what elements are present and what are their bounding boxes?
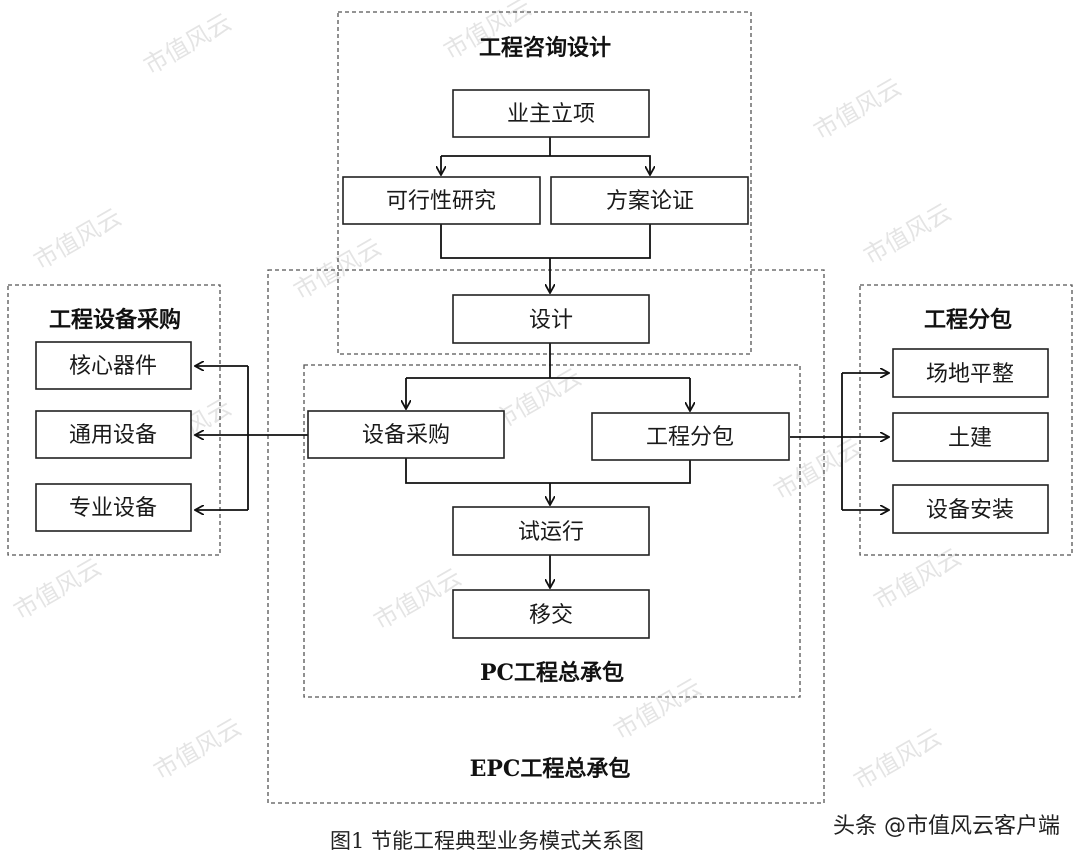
node-feasibility-label: 可行性研究 bbox=[386, 189, 496, 214]
watermark: 市值风云 bbox=[139, 8, 236, 80]
node-equip-buy: 设备采购 bbox=[307, 410, 505, 459]
group-title-procure: 工程设备采购 bbox=[49, 307, 181, 333]
node-general: 通用设备 bbox=[35, 410, 192, 459]
node-civil: 土建 bbox=[892, 412, 1049, 462]
node-handover-label: 移交 bbox=[529, 603, 573, 628]
node-owner: 业主立项 bbox=[452, 89, 650, 138]
node-owner-label: 业主立项 bbox=[507, 102, 595, 127]
watermark: 市值风云 bbox=[859, 198, 956, 270]
node-site-label: 场地平整 bbox=[926, 362, 1014, 387]
watermark: 市值风云 bbox=[809, 73, 906, 145]
group-title-pc: PC工程总承包 bbox=[480, 660, 624, 686]
node-scheme: 方案论证 bbox=[550, 176, 749, 225]
node-core: 核心器件 bbox=[35, 341, 192, 390]
watermark: 市值风云 bbox=[369, 563, 466, 635]
connector-feasibility-down bbox=[440, 224, 651, 259]
node-install: 设备安装 bbox=[892, 484, 1049, 534]
figure-caption: 图1 节能工程典型业务模式关系图 bbox=[330, 829, 644, 853]
watermark: 市值风云 bbox=[29, 203, 126, 275]
node-trial-label: 试运行 bbox=[518, 520, 584, 545]
watermark: 市值风云 bbox=[149, 713, 246, 785]
node-civil-label: 土建 bbox=[948, 426, 992, 451]
group-title-subcontract: 工程分包 bbox=[924, 307, 1012, 333]
connector-merge-trial bbox=[405, 458, 691, 484]
node-special-label: 专业设备 bbox=[69, 496, 157, 521]
group-title-epc: EPC工程总承包 bbox=[470, 756, 631, 782]
group-consult-frame bbox=[337, 11, 752, 355]
node-scheme-label: 方案论证 bbox=[606, 189, 694, 214]
node-equip-buy-label: 设备采购 bbox=[362, 423, 450, 448]
node-site: 场地平整 bbox=[892, 348, 1049, 398]
group-pc-frame bbox=[303, 364, 801, 698]
node-special: 专业设备 bbox=[35, 483, 192, 532]
group-title-consult: 工程咨询设计 bbox=[479, 35, 611, 61]
connector-to-scheme bbox=[441, 155, 650, 174]
node-core-label: 核心器件 bbox=[69, 354, 157, 379]
watermark: 市值风云 bbox=[869, 543, 966, 615]
watermark: 市值风云 bbox=[9, 553, 106, 625]
node-general-label: 通用设备 bbox=[69, 423, 157, 448]
node-handover: 移交 bbox=[452, 589, 650, 639]
source-brand: 头条 @市值风云客户端 bbox=[833, 814, 1060, 839]
node-design-label: 设计 bbox=[529, 308, 573, 333]
node-trial: 试运行 bbox=[452, 506, 650, 556]
node-eng-sub-label: 工程分包 bbox=[646, 425, 734, 450]
watermark: 市值风云 bbox=[849, 723, 946, 795]
node-design: 设计 bbox=[452, 294, 650, 344]
connectors bbox=[196, 137, 888, 587]
group-procure-frame bbox=[7, 284, 221, 556]
node-eng-sub: 工程分包 bbox=[591, 412, 790, 461]
group-epc-frame bbox=[267, 269, 825, 804]
group-subcontract-frame bbox=[859, 284, 1073, 556]
node-install-label: 设备安装 bbox=[926, 498, 1014, 523]
node-feasibility: 可行性研究 bbox=[342, 176, 541, 225]
